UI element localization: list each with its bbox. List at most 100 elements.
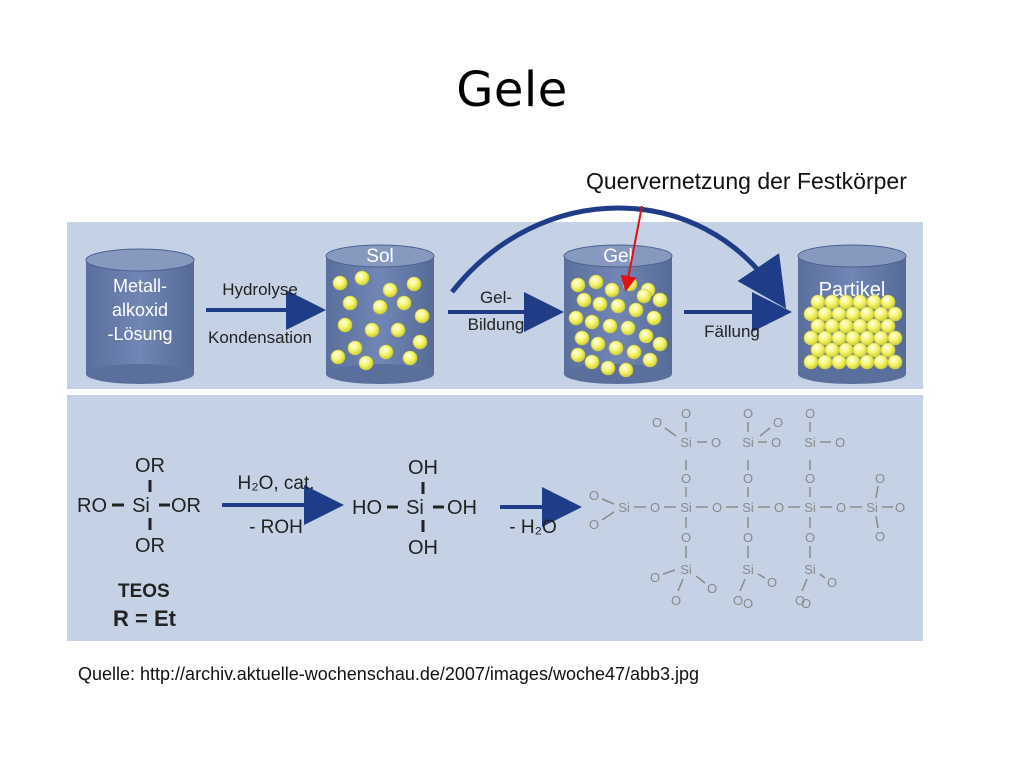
network-o: O (743, 530, 753, 545)
gel-particle (638, 328, 654, 344)
annotation-arrow (620, 205, 643, 292)
precipitated-particle (887, 330, 903, 346)
alkoxide-label-2: alkoxid (112, 300, 168, 320)
gel-particle (608, 340, 624, 356)
chemistry-panel (67, 395, 923, 641)
precipitated-particle (838, 318, 854, 334)
network-o: O (681, 406, 691, 421)
network-o: O (835, 435, 845, 450)
teos-ro-left: RO (77, 495, 107, 517)
precipitated-particle (817, 306, 833, 322)
container-sol: Sol (325, 244, 435, 384)
teos-name: TEOS (118, 581, 170, 602)
network-o: O (827, 575, 837, 590)
network-si: Si (742, 562, 754, 577)
network-o: O (895, 500, 905, 515)
network-bond (677, 578, 684, 592)
silanol-si: Si (406, 497, 424, 519)
precipitated-particle (831, 354, 847, 370)
precipitated-particle (859, 306, 875, 322)
network-o: O (743, 471, 753, 486)
network-si: Si (866, 500, 878, 515)
reaction2-label: - H₂O (509, 517, 556, 538)
precipitated-particle (810, 294, 826, 310)
network-o: O (805, 406, 815, 421)
gel-particle (610, 298, 626, 314)
precipitated-particle (838, 294, 854, 310)
reaction1-bottom: - ROH (249, 517, 303, 538)
network-bond (662, 569, 676, 575)
precipitated-particle (852, 318, 868, 334)
gel-particle (590, 336, 606, 352)
sol-particle (358, 355, 374, 371)
network-o: O (707, 581, 717, 596)
precipitated-particle (845, 354, 861, 370)
precipitated-particle (866, 342, 882, 358)
network-o: O (681, 530, 691, 545)
precipitated-particle (803, 330, 819, 346)
precipitated-particle (845, 330, 861, 346)
network-si: Si (742, 500, 754, 515)
gel-particle (620, 320, 636, 336)
precipitated-particle (859, 354, 875, 370)
teos-or-top: OR (135, 455, 165, 477)
precipitated-particle (831, 330, 847, 346)
network-o: O (875, 529, 885, 544)
network-si: Si (804, 562, 816, 577)
gel-particle (622, 276, 638, 292)
network-bond (875, 515, 879, 529)
gel-particle (576, 292, 592, 308)
teos-or-bottom: OR (135, 535, 165, 557)
step2-bottom-label: Bildung (468, 315, 525, 334)
network-o: O (589, 488, 599, 503)
sol-particle (337, 317, 353, 333)
gel-particle (626, 344, 642, 360)
network-si: Si (680, 500, 692, 515)
network-si: Si (680, 435, 692, 450)
network-si: Si (680, 562, 692, 577)
network-o: O (650, 500, 660, 515)
silanol-oh-top: OH (408, 457, 438, 479)
network-o: O (712, 500, 722, 515)
network-o: O (681, 471, 691, 486)
gel-particle (588, 274, 604, 290)
slide-title: Gele (456, 62, 568, 118)
sol-particle (372, 299, 388, 315)
precipitated-particle (859, 330, 875, 346)
gel-particle (652, 336, 668, 352)
sol-particle (378, 344, 394, 360)
gel-particle (570, 277, 586, 293)
particle-label: Partikel (819, 279, 886, 301)
precipitated-particle (866, 318, 882, 334)
network-bond (664, 427, 677, 437)
step1-bottom-label: Kondensation (208, 328, 312, 347)
step1-top-label: Hydrolyse (222, 280, 298, 299)
precipitated-particle (866, 294, 882, 310)
network-si: Si (804, 435, 816, 450)
gel-label: Gel (603, 246, 633, 267)
precipitated-particle (810, 318, 826, 334)
gel-particle (646, 310, 662, 326)
network-o: O (805, 471, 815, 486)
network-o: O (875, 471, 885, 486)
network-o: O (836, 500, 846, 515)
precipitated-particle (824, 294, 840, 310)
precipitated-particle (838, 342, 854, 358)
precipitated-particle (887, 306, 903, 322)
sol-particle (382, 282, 398, 298)
gel-particle (568, 310, 584, 326)
network-bond (757, 573, 766, 579)
gel-particle (602, 318, 618, 334)
network-bond (739, 578, 746, 592)
step2-top-label: Gel- (480, 288, 512, 307)
precipitated-particle (845, 306, 861, 322)
sol-particle (330, 349, 346, 365)
precipitated-particle (803, 354, 819, 370)
network-si: Si (618, 500, 630, 515)
precipitated-particle (817, 354, 833, 370)
teos-structure: OR RO Si OR OR (77, 455, 201, 557)
sol-particle (390, 322, 406, 338)
particle-balls (330, 270, 903, 378)
network-bond (819, 573, 826, 579)
